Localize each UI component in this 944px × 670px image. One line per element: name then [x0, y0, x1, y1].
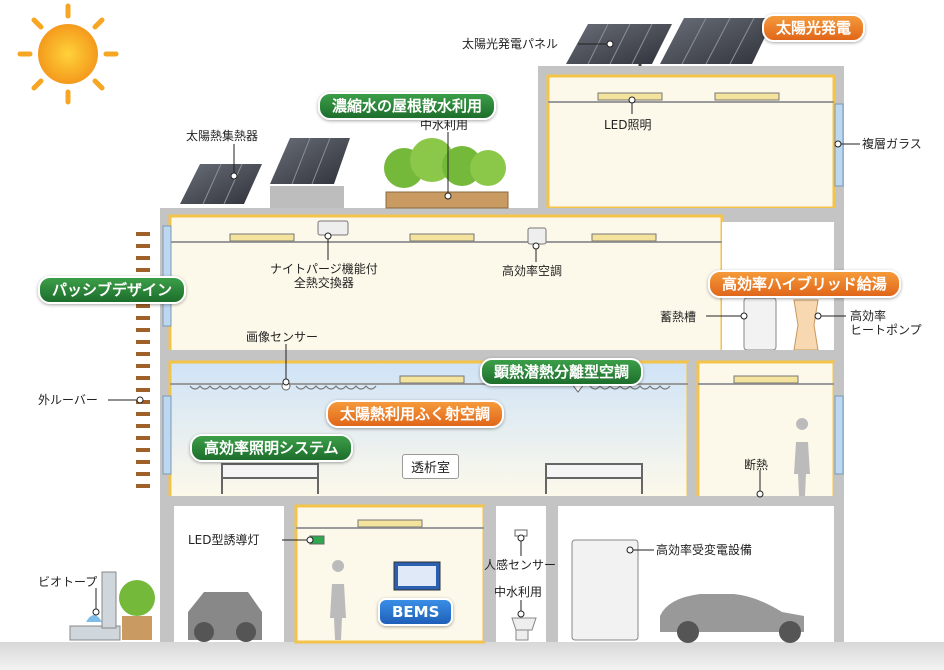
sun-icon — [17, 3, 119, 105]
biotope-icon — [69, 571, 121, 641]
heat-exchanger-unit — [317, 220, 349, 236]
label-motion-sensor: 人感センサー — [484, 558, 557, 572]
callout-sensible-latent: 顕熱潜熱分離型空調 — [480, 358, 644, 386]
label-biotope: ビオトープ — [38, 575, 98, 589]
callout-passive-design: パッシブデザイン — [38, 276, 187, 304]
led-light-fixture — [714, 92, 780, 101]
rooftop-garden-icon — [384, 138, 509, 209]
label-led-guide-light: LED型誘導灯 — [188, 533, 260, 547]
callout-bems: BEMS — [378, 598, 454, 626]
led-light-fixture — [591, 233, 657, 242]
radiant-panels — [189, 385, 671, 390]
ac-unit — [527, 227, 547, 245]
car-icon — [660, 594, 804, 632]
storage-tank-icon — [743, 297, 777, 351]
label-storage-tank: 蓄熱槽 — [660, 310, 697, 324]
substation-icon — [571, 539, 639, 641]
led-light-fixture — [357, 519, 423, 528]
solar-panel-icon — [566, 17, 774, 66]
callout-hybrid-water: 高効率ハイブリッド給湯 — [708, 270, 901, 298]
led-light-fixture — [229, 233, 295, 242]
person-icon — [330, 560, 346, 640]
penthouse-room — [546, 74, 836, 210]
bed-icon — [221, 463, 319, 494]
callout-condensate: 濃縮水の屋根散水利用 — [318, 92, 497, 120]
toilet-icon — [511, 617, 537, 641]
label-heat-pump: 高効率 ヒートポンプ — [850, 309, 922, 337]
label-insulation: 断熱 — [744, 458, 769, 472]
solar-collector-icon — [180, 137, 350, 205]
led-light-fixture — [399, 375, 465, 384]
callout-radiant: 太陽熱利用ふく射空調 — [326, 400, 505, 428]
label-outer-louver: 外ルーバー — [38, 393, 98, 407]
label-substation: 高効率受変電設備 — [656, 543, 753, 557]
callout-solar-power: 太陽光発電 — [762, 14, 866, 42]
label-led-lighting: LED照明 — [604, 118, 652, 132]
label-dialysis-room: 透析室 — [402, 454, 460, 479]
label-graywater-bottom: 中水利用 — [494, 585, 543, 599]
callout-lighting-system: 高効率照明システム — [190, 434, 353, 462]
window — [162, 395, 172, 475]
label-image-sensor: 画像センサー — [246, 330, 319, 344]
label-solar-panel: 太陽光発電パネル — [462, 37, 559, 51]
label-solar-collector: 太陽熱集熱器 — [186, 129, 259, 143]
label-double-glass: 複層ガラス — [862, 137, 922, 151]
person-icon — [794, 418, 810, 496]
window — [834, 395, 844, 475]
label-graywater-top: 中水利用 — [420, 118, 469, 132]
bed-icon — [545, 463, 643, 494]
led-light-fixture — [733, 375, 799, 384]
label-night-purge: ナイトパージ機能付 全熱交換器 — [270, 262, 378, 290]
led-light-fixture — [409, 233, 475, 242]
tree-icon — [119, 580, 155, 640]
heat-pump-icon — [793, 299, 819, 351]
ground — [0, 642, 944, 670]
outer-louver — [136, 232, 150, 488]
label-high-eff-ac: 高効率空調 — [502, 264, 563, 278]
